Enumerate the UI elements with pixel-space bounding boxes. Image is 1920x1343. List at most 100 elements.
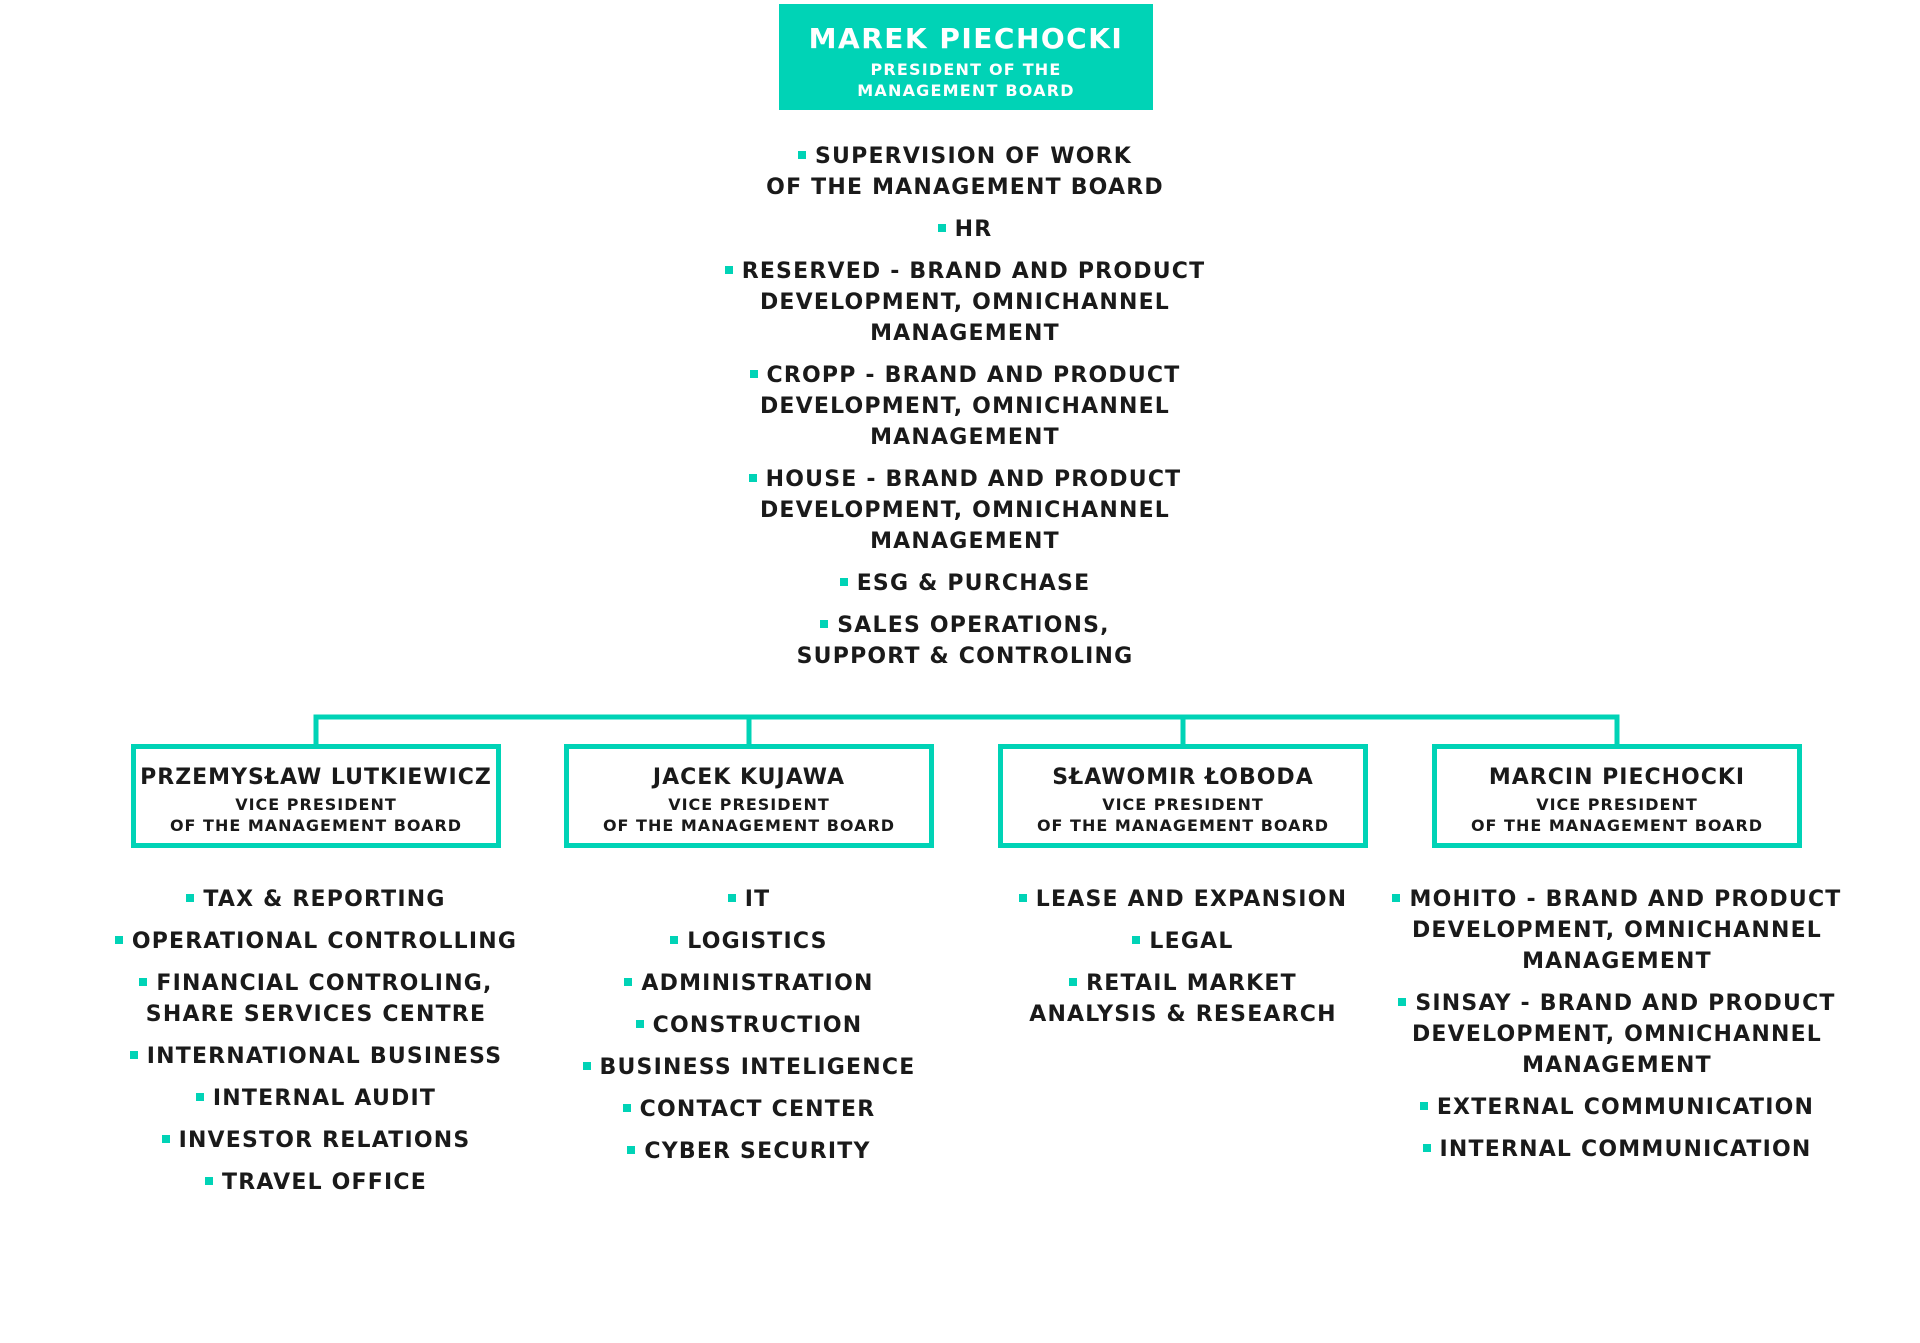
duty-text: EXTERNAL COMMUNICATION: [1436, 1095, 1815, 1120]
duty-item: ADMINISTRATION: [534, 968, 964, 999]
duty-text: BUSINESS INTELIGENCE: [599, 1055, 916, 1080]
duty-text: INVESTOR RELATIONS: [178, 1128, 471, 1153]
square-bullet-icon: [186, 894, 195, 902]
vp-duties-list-kujawa: IT LOGISTICS ADMINISTRATION CONSTRUCTION BUS…: [534, 884, 964, 1178]
duty-item: LEGAL: [968, 926, 1398, 957]
square-bullet-icon: [798, 151, 807, 159]
duty-text: HR: [954, 217, 993, 242]
duty-text: LEGAL: [1149, 929, 1234, 954]
vp-name: SŁAWOMIR ŁOBODA: [1052, 765, 1314, 790]
duty-text: INTERNATIONAL BUSINESS: [146, 1044, 503, 1069]
duty-item: CONSTRUCTION: [534, 1010, 964, 1041]
square-bullet-icon: [1398, 998, 1407, 1006]
duty-text: RESERVED - BRAND AND PRODUCT: [741, 259, 1206, 284]
duty-text: TAX & REPORTING: [203, 887, 446, 912]
vp-role: VICE PRESIDENT OF THE MANAGEMENT BOARD: [136, 794, 496, 836]
duty-item: OPERATIONAL CONTROLLING: [96, 926, 536, 957]
square-bullet-icon: [161, 1135, 170, 1143]
vp-role: VICE PRESIDENT OF THE MANAGEMENT BOARD: [1003, 794, 1363, 836]
vp-role-line1: VICE PRESIDENT: [668, 795, 830, 814]
vp-box-lutkiewicz: PRZEMYSŁAW LUTKIEWICZ VICE PRESIDENT OF …: [131, 744, 501, 848]
square-bullet-icon: [937, 224, 946, 232]
duty-text: SALES OPERATIONS,: [837, 613, 1110, 638]
duty-text: MANAGEMENT: [870, 321, 1060, 346]
vp-name: MARCIN PIECHOCKI: [1488, 765, 1746, 790]
square-bullet-icon: [749, 370, 758, 378]
duty-text: INTERNAL AUDIT: [212, 1086, 437, 1111]
square-bullet-icon: [839, 578, 848, 586]
vp-role: VICE PRESIDENT OF THE MANAGEMENT BOARD: [1437, 794, 1797, 836]
vp-box-loboda: SŁAWOMIR ŁOBODA VICE PRESIDENT OF THE MA…: [998, 744, 1368, 848]
square-bullet-icon: [129, 1051, 138, 1059]
square-bullet-icon: [820, 620, 829, 628]
duty-item: SINSAY - BRAND AND PRODUCT DEVELOPMENT, O…: [1372, 988, 1862, 1081]
duty-text: ESG & PURCHASE: [856, 571, 1091, 596]
duty-text: INTERNAL COMMUNICATION: [1439, 1137, 1812, 1162]
vp-role-line2: OF THE MANAGEMENT BOARD: [169, 816, 463, 835]
square-bullet-icon: [1422, 1144, 1431, 1152]
duty-item: INTERNAL COMMUNICATION: [1372, 1134, 1862, 1165]
duty-text: SUPERVISION OF WORK: [815, 144, 1132, 169]
duty-item: EXTERNAL COMMUNICATION: [1372, 1092, 1862, 1123]
duty-text: SINSAY - BRAND AND PRODUCT: [1415, 991, 1836, 1016]
duty-text: MANAGEMENT: [1522, 1053, 1712, 1078]
duty-text: MANAGEMENT: [1522, 949, 1712, 974]
duty-item: SUPERVISION OF WORK OF THE MANAGEMENT BOA…: [560, 141, 1370, 203]
duty-text: OF THE MANAGEMENT BOARD: [766, 175, 1164, 200]
duty-item: INTERNATIONAL BUSINESS: [96, 1041, 536, 1072]
duty-item: TAX & REPORTING: [96, 884, 536, 915]
vp-duties-list-lutkiewicz: TAX & REPORTING OPERATIONAL CONTROLLING FI…: [96, 884, 536, 1209]
duty-text: DEVELOPMENT, OMNICHANNEL: [1411, 1022, 1823, 1047]
square-bullet-icon: [139, 978, 148, 986]
vp-box-piechocki: MARCIN PIECHOCKI VICE PRESIDENT OF THE M…: [1432, 744, 1802, 848]
duty-text: DEVELOPMENT, OMNICHANNEL: [759, 394, 1171, 419]
president-box: MAREK PIECHOCKI PRESIDENT OF THE MANAGEM…: [779, 4, 1153, 110]
duty-item: LOGISTICS: [534, 926, 964, 957]
duty-item: CYBER SECURITY: [534, 1136, 964, 1167]
square-bullet-icon: [195, 1093, 204, 1101]
duty-item: ESG & PURCHASE: [560, 568, 1370, 599]
president-role: PRESIDENT OF THE MANAGEMENT BOARD: [779, 59, 1153, 101]
vp-box-kujawa: JACEK KUJAWA VICE PRESIDENT OF THE MANAG…: [564, 744, 934, 848]
vp-name: JACEK KUJAWA: [652, 765, 846, 790]
duty-item: LEASE AND EXPANSION: [968, 884, 1398, 915]
duty-item: BUSINESS INTELIGENCE: [534, 1052, 964, 1083]
duty-text: CONSTRUCTION: [652, 1013, 863, 1038]
vp-role-line1: VICE PRESIDENT: [1536, 795, 1698, 814]
duty-text: IT: [744, 887, 771, 912]
duty-item: IT: [534, 884, 964, 915]
vp-role-line2: OF THE MANAGEMENT BOARD: [1036, 816, 1330, 835]
duty-text: MOHITO - BRAND AND PRODUCT: [1409, 887, 1842, 912]
duty-text: RETAIL MARKET: [1086, 971, 1297, 996]
square-bullet-icon: [748, 474, 757, 482]
vp-duties-list-piechocki: MOHITO - BRAND AND PRODUCT DEVELOPMENT, O…: [1372, 884, 1862, 1176]
duty-text: CONTACT CENTER: [639, 1097, 876, 1122]
duty-item: CONTACT CENTER: [534, 1094, 964, 1125]
square-bullet-icon: [622, 1104, 631, 1112]
duty-text: HOUSE - BRAND AND PRODUCT: [765, 467, 1182, 492]
duty-item: HR: [560, 214, 1370, 245]
square-bullet-icon: [1419, 1102, 1428, 1110]
duty-text: SHARE SERVICES CENTRE: [145, 1002, 487, 1027]
duty-item: TRAVEL OFFICE: [96, 1167, 536, 1198]
duty-text: LOGISTICS: [687, 929, 828, 954]
duty-item: INVESTOR RELATIONS: [96, 1125, 536, 1156]
duty-item: INTERNAL AUDIT: [96, 1083, 536, 1114]
duty-item: HOUSE - BRAND AND PRODUCT DEVELOPMENT, OM…: [560, 464, 1370, 557]
square-bullet-icon: [670, 936, 679, 944]
vp-role-line2: OF THE MANAGEMENT BOARD: [602, 816, 896, 835]
duty-text: MANAGEMENT: [870, 529, 1060, 554]
square-bullet-icon: [635, 1020, 644, 1028]
duty-text: OPERATIONAL CONTROLLING: [131, 929, 518, 954]
square-bullet-icon: [724, 266, 733, 274]
square-bullet-icon: [1018, 894, 1027, 902]
duty-item: FINANCIAL CONTROLING,SHARE SERVICES CENT…: [96, 968, 536, 1030]
president-role-line1: PRESIDENT OF THE: [870, 60, 1062, 79]
duty-text: DEVELOPMENT, OMNICHANNEL: [759, 498, 1171, 523]
square-bullet-icon: [1132, 936, 1141, 944]
duty-text: SUPPORT & CONTROLING: [796, 644, 1134, 669]
